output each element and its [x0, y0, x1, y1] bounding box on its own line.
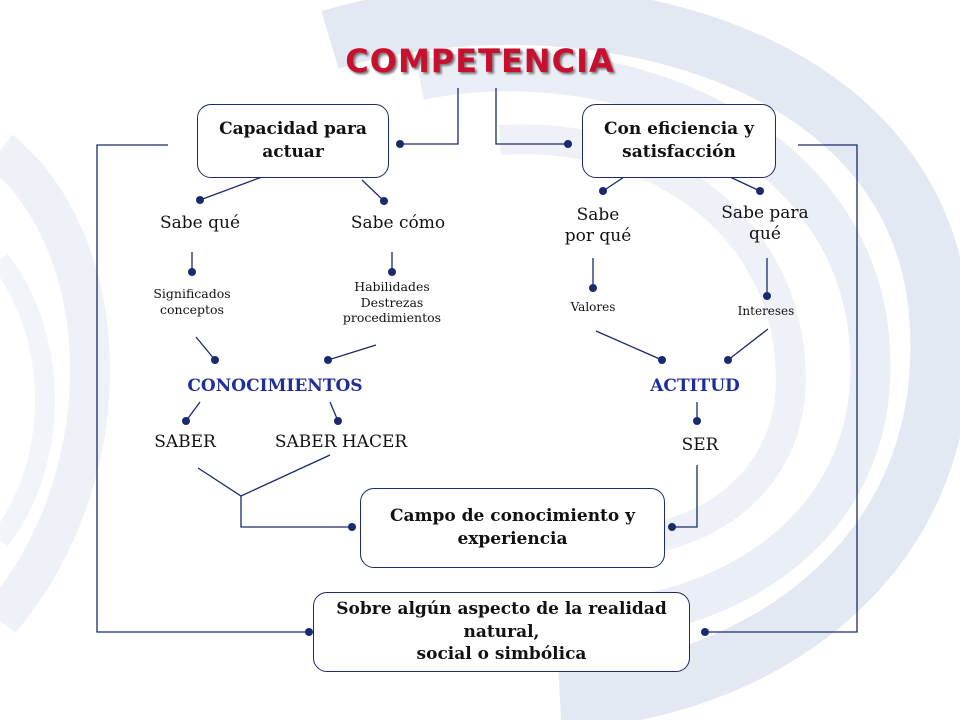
- label-sabe-por-que: Sabe por qué: [564, 205, 632, 247]
- label-habilidades: Habilidades Destrezas procedimientos: [342, 279, 442, 326]
- label-intereses: Intereses: [737, 304, 795, 318]
- connector-ser-campo: [672, 465, 698, 528]
- box-capacidad: Capacidad para actuar: [197, 104, 389, 178]
- connector-title-left: [400, 88, 459, 145]
- heading-actitud: ACTITUD: [650, 376, 740, 396]
- box-campo-label: Campo de conocimiento y experiencia: [389, 506, 636, 549]
- label-sabe-para-que: Sabe para qué: [721, 203, 809, 245]
- dot-conocimientos-left: [211, 356, 219, 364]
- dot-campo-left: [348, 523, 356, 531]
- connector-sabe-por-que: [602, 176, 625, 192]
- connector-sabe-que: [199, 176, 263, 201]
- dot-saber-hacer: [334, 417, 342, 425]
- label-saber: SABER: [154, 432, 216, 452]
- connector-significados-conocimientos: [195, 336, 216, 361]
- connector-intereses-actitud: [727, 328, 769, 361]
- dot-eficiencia: [564, 140, 572, 148]
- dot-sabe-que: [196, 196, 204, 204]
- connector-sabe-como: [361, 179, 385, 202]
- connector-title-right: [495, 88, 568, 145]
- connector-outer-left: [96, 144, 309, 633]
- connector-valores-actitud: [595, 330, 663, 361]
- label-valores: Valores: [570, 300, 616, 314]
- label-sabe-que: Sabe qué: [159, 213, 241, 233]
- dot-sabe-como: [380, 197, 388, 205]
- heading-conocimientos: CONOCIMIENTOS: [187, 376, 363, 396]
- label-sabe-como: Sabe cómo: [350, 213, 446, 233]
- connector-saber-merge: [197, 454, 331, 497]
- box-capacidad-label: Capacidad para actuar: [219, 119, 367, 162]
- connector-habilidades-conocimientos: [327, 344, 377, 361]
- label-ser: SER: [681, 435, 719, 455]
- dot-intereses: [763, 292, 771, 300]
- connector-sabe-para-que: [729, 176, 761, 192]
- box-eficiencia: Con eficiencia y satisfacción: [582, 104, 776, 178]
- dot-sabe-para-que: [756, 187, 764, 195]
- dot-actitud-right: [724, 356, 732, 364]
- dot-actitud-left: [658, 356, 666, 364]
- dot-habilidades: [388, 268, 396, 276]
- dot-saber: [182, 417, 190, 425]
- box-realidad-label: Sobre algún aspecto de la realidad natur…: [336, 598, 667, 665]
- diagram-title: COMPETENCIA: [345, 42, 615, 80]
- box-campo: Campo de conocimiento y experiencia: [360, 488, 665, 568]
- label-significados: Significados conceptos: [153, 286, 231, 317]
- dot-capacidad: [396, 140, 404, 148]
- dot-conocimientos-right: [324, 356, 332, 364]
- dot-realidad-left: [305, 628, 313, 636]
- dot-ser: [693, 417, 701, 425]
- dot-realidad-right: [701, 628, 709, 636]
- dot-significados: [188, 268, 196, 276]
- connector-merge-campo: [240, 496, 352, 528]
- label-saber-hacer: SABER HACER: [274, 432, 408, 452]
- dot-valores: [589, 284, 597, 292]
- box-realidad: Sobre algún aspecto de la realidad natur…: [313, 592, 690, 672]
- dot-campo-right: [668, 523, 676, 531]
- connector-outer-right: [705, 144, 858, 633]
- box-eficiencia-label: Con eficiencia y satisfacción: [604, 119, 754, 162]
- dot-sabe-por-que: [599, 187, 607, 195]
